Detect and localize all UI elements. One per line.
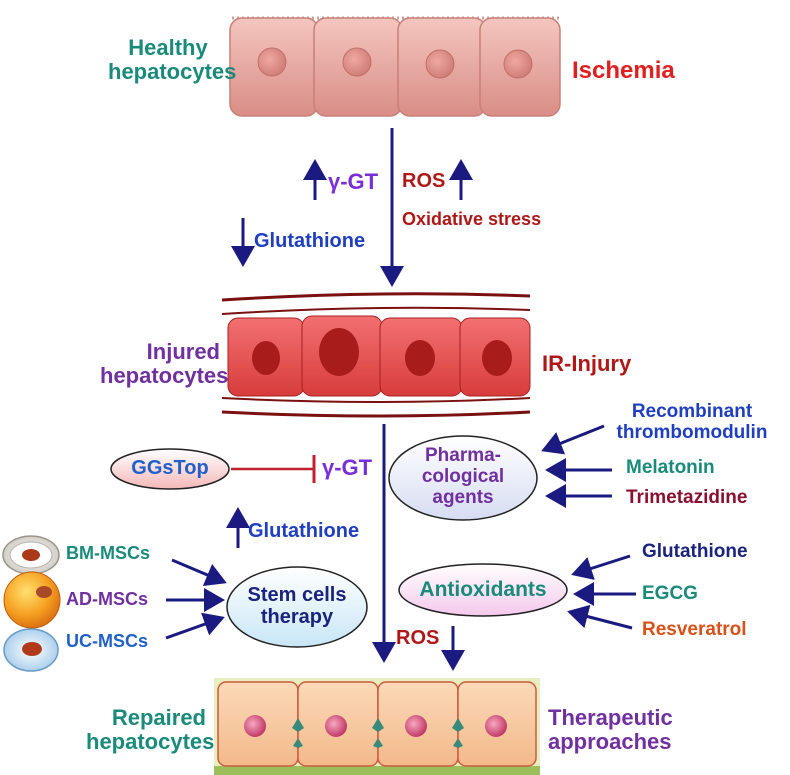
pharmacological-agents-node <box>388 435 538 521</box>
healthy-hepatocytes-image <box>229 16 561 117</box>
ad-msc-cell-icon <box>3 571 61 629</box>
bm-msc-cell-icon <box>2 535 60 575</box>
antioxidants-node <box>398 563 568 617</box>
uc-msc-cell-icon <box>3 628 59 672</box>
repaired-hepatocytes-image <box>214 678 540 775</box>
main-pathway-arrows <box>226 128 473 671</box>
injured-hepatocytes-image <box>221 292 531 418</box>
ggstop-node <box>110 448 230 490</box>
pharmacological-input-arrows <box>541 424 612 508</box>
stem-cell-input-arrows <box>165 558 227 640</box>
antioxidant-input-arrows <box>567 554 636 630</box>
inhibition-line <box>231 455 316 483</box>
stem-cells-therapy-node <box>226 566 368 648</box>
